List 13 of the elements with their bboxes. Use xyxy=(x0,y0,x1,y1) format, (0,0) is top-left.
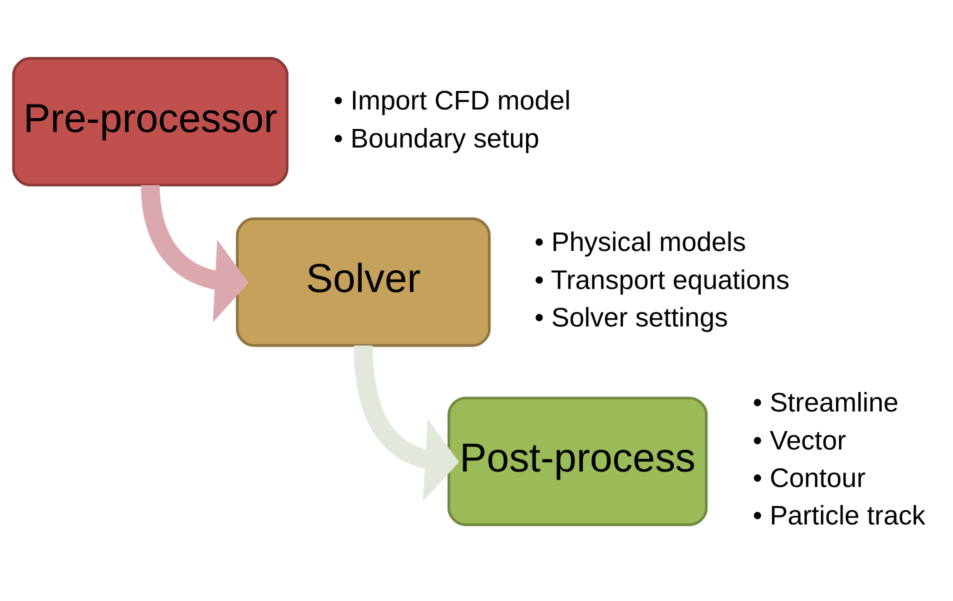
node-label: • Particle track xyxy=(752,500,926,530)
node-box: Post-process xyxy=(448,396,708,526)
node-label: • Physical models xyxy=(534,226,746,257)
node-label: • Contour xyxy=(752,462,866,492)
node-label: • Solver settings xyxy=(534,302,728,332)
node-label: • Vector xyxy=(752,424,846,455)
node-box: Pre-processor xyxy=(12,56,288,186)
node-box: Solver xyxy=(236,216,491,346)
node-label: • Import CFD model xyxy=(334,85,571,116)
arrow xyxy=(354,344,460,501)
node-label: • Boundary setup xyxy=(334,122,540,153)
node-label: • Streamline xyxy=(752,387,898,418)
node-label: • Transport equations xyxy=(534,264,790,294)
